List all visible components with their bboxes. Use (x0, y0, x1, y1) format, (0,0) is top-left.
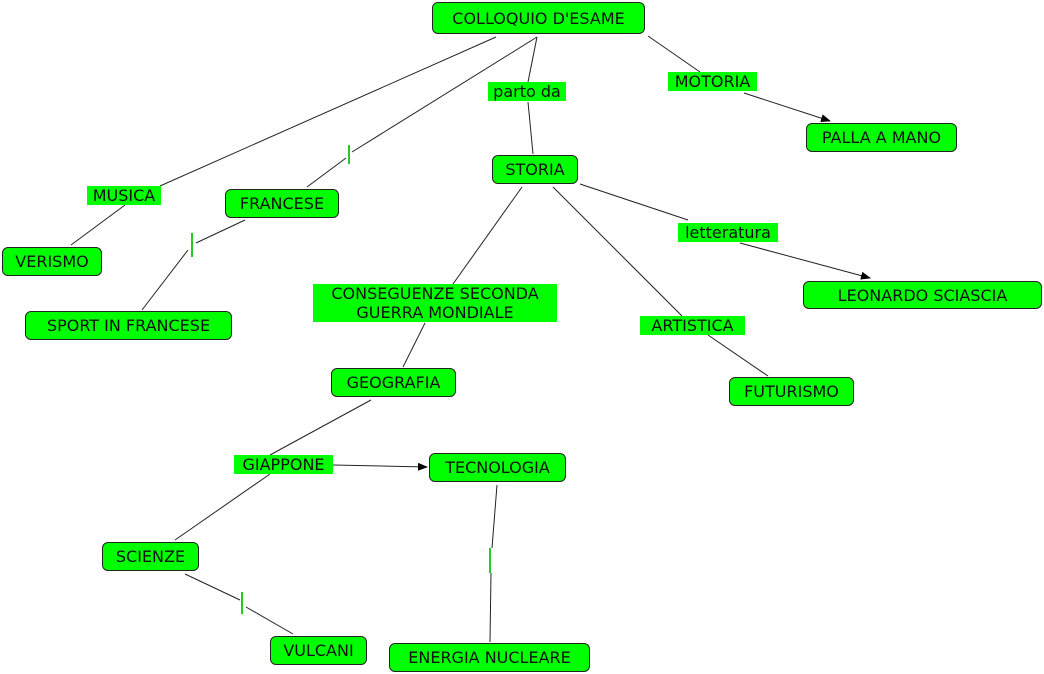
link-line (527, 36, 538, 83)
link-line (452, 186, 523, 285)
empty-link-label[interactable] (191, 233, 193, 257)
link-line (195, 219, 246, 244)
concept-scienze[interactable]: SCIENZE (102, 542, 199, 571)
concept-sport-in-francese[interactable]: SPORT IN FRANCESE (25, 311, 232, 340)
empty-link-label[interactable] (348, 145, 350, 164)
link-line (159, 36, 497, 187)
link-line (245, 606, 294, 635)
link-line (552, 186, 683, 317)
concept-tecnologia[interactable]: TECNOLOGIA (429, 453, 566, 482)
link-label-motoria[interactable]: MOTORIA (668, 72, 757, 91)
link-line (174, 473, 271, 541)
link-label-musica[interactable]: MUSICA (87, 186, 161, 205)
link-arrow (739, 242, 871, 280)
link-label-conseguenze[interactable]: CONSEGUENZE SECONDA GUERRA MONDIALE (313, 284, 557, 322)
link-arrow (332, 462, 428, 471)
concept-palla-a-mano[interactable]: PALLA A MANO (806, 123, 957, 152)
concept-vulcani[interactable]: VULCANI (270, 636, 367, 665)
concept-francese[interactable]: FRANCESE (225, 189, 339, 218)
link-line (402, 322, 426, 368)
concept-colloquio[interactable]: COLLOQUIO D'ESAME (432, 2, 645, 34)
link-label-artistica[interactable]: ARTISTICA (640, 316, 745, 335)
link-arrow (743, 92, 831, 123)
link-line (351, 36, 538, 153)
concept-storia[interactable]: STORIA (492, 155, 578, 184)
concept-geografia[interactable]: GEOGRAFIA (331, 368, 456, 397)
link-label-parto-da[interactable]: parto da (488, 82, 566, 101)
link-line (489, 572, 492, 643)
concept-leonardo-sciascia[interactable]: LEONARDO SCIASCIA (803, 281, 1042, 309)
link-line (647, 35, 701, 73)
link-line (269, 399, 372, 456)
link-label-line: CONSEGUENZE SECONDA (331, 284, 539, 303)
link-line (184, 573, 241, 601)
empty-link-label[interactable] (241, 592, 243, 614)
link-line (527, 101, 534, 155)
link-label-letteratura[interactable]: letteratura (678, 223, 778, 242)
link-label-giappone[interactable]: GIAPPONE (234, 455, 333, 474)
link-line (579, 183, 689, 221)
concept-energia-nucleare[interactable]: ENERGIA NUCLEARE (389, 643, 590, 672)
concept-verismo[interactable]: VERISMO (2, 247, 102, 276)
link-line (491, 484, 498, 549)
empty-link-label[interactable] (489, 548, 491, 573)
link-line (70, 204, 126, 246)
concept-futurismo[interactable]: FUTURISMO (729, 377, 854, 406)
link-line (141, 249, 189, 311)
link-line (707, 334, 769, 377)
link-label-line: GUERRA MONDIALE (356, 303, 514, 322)
link-line (306, 157, 347, 188)
